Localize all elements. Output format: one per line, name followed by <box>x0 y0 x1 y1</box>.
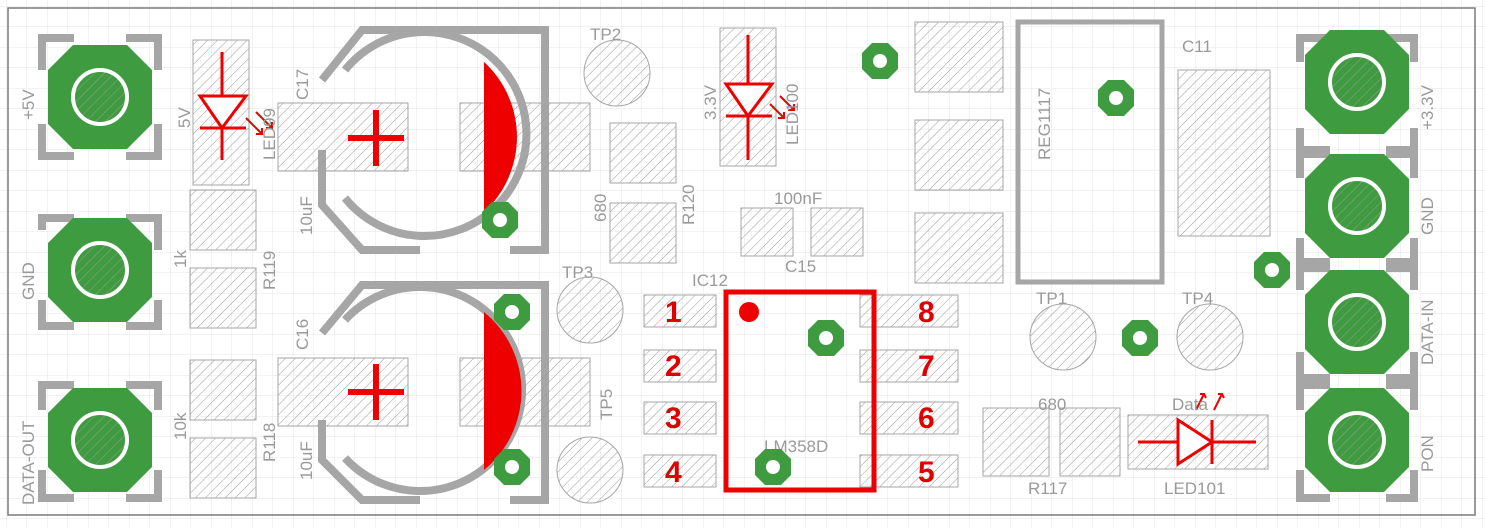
led99-name: LED99 <box>260 108 279 160</box>
connector-left-3[interactable]: DATA-OUT <box>19 381 162 505</box>
resistor-r117[interactable]: 680 R117 <box>982 395 1121 498</box>
r120-name: R120 <box>679 184 698 225</box>
connector-right-2[interactable]: GND <box>1296 150 1437 266</box>
c16-value: 10uF <box>297 441 316 480</box>
connector-right-1-label: +3.3V <box>1418 84 1437 130</box>
ic12-pin-1: 1 <box>665 296 682 329</box>
test-point-tp4[interactable]: TP4 <box>1176 289 1244 371</box>
regulator-reg1117[interactable]: REG1117 <box>1015 19 1165 285</box>
ic12-pin-5: 5 <box>918 456 935 489</box>
r118-value: 10k <box>171 412 190 440</box>
connector-right-4-label: PON <box>1418 435 1437 472</box>
c17-name: C17 <box>293 69 312 100</box>
c15-value: 100nF <box>774 189 822 208</box>
c15-name: C15 <box>785 257 816 276</box>
ic12-pin-8: 8 <box>918 296 935 329</box>
resistor-r119[interactable]: 1k R119 <box>171 189 279 329</box>
connector-right-4[interactable]: PON <box>1296 381 1437 502</box>
tp1-label: TP1 <box>1036 289 1067 308</box>
connector-left-1-label: +5V <box>19 89 38 120</box>
connector-right-3-label: DATA-IN <box>1418 300 1437 365</box>
r120-value: 680 <box>591 194 610 222</box>
r119-value: 1k <box>171 250 190 268</box>
connector-right-2-label: GND <box>1418 197 1437 235</box>
tp4-label: TP4 <box>1182 289 1213 308</box>
regulator-pads[interactable] <box>914 21 1004 284</box>
led101-value: Data <box>1172 395 1208 414</box>
test-point-tp2[interactable]: TP2 <box>583 25 651 107</box>
connector-right-3[interactable]: DATA-IN <box>1296 264 1437 382</box>
c16-name: C16 <box>293 319 312 350</box>
ic12-lm358d[interactable]: 1 2 3 4 8 7 6 5 IC12 LM358D <box>643 271 959 493</box>
resistor-r120[interactable]: 680 R120 <box>591 122 698 264</box>
led100[interactable]: 3.3V LED100 <box>701 27 802 167</box>
board-outline <box>7 7 1476 516</box>
reg1117-name: REG1117 <box>1035 88 1054 160</box>
led99[interactable]: 5V LED99 <box>175 39 279 186</box>
r117-name: R117 <box>1028 479 1067 498</box>
capacitor-c17[interactable]: C17 10uF <box>277 26 591 254</box>
connector-left-3-label: DATA-OUT <box>19 421 38 505</box>
ic12-pin-6: 6 <box>918 402 935 435</box>
test-point-tp3[interactable]: TP3 <box>556 263 624 344</box>
connector-left-2[interactable]: GND <box>19 214 162 330</box>
connector-left-2-label: GND <box>19 262 38 300</box>
ic12-pin-2: 2 <box>665 350 682 383</box>
led101-name: LED101 <box>1164 479 1225 498</box>
led100-value: 3.3V <box>701 84 720 120</box>
ic12-pin-3: 3 <box>665 402 682 435</box>
via <box>862 43 898 79</box>
ic12-pin-4: 4 <box>665 456 682 489</box>
via <box>1122 320 1158 356</box>
tp5-label: TP5 <box>597 389 616 420</box>
capacitor-c11[interactable]: C11 <box>1177 37 1271 237</box>
test-point-tp1[interactable]: TP1 <box>1029 289 1097 371</box>
capacitor-c16[interactable]: C16 10uF <box>277 281 591 504</box>
ic12-name: IC12 <box>692 271 728 290</box>
c11-name: C11 <box>1182 37 1212 56</box>
resistor-r118[interactable]: 10k R118 <box>171 359 279 499</box>
led101[interactable]: Data LED101 <box>1127 393 1269 498</box>
r119-name: R119 <box>260 251 279 290</box>
connector-left-1[interactable]: +5V <box>19 34 162 160</box>
tp2-label: TP2 <box>590 25 621 44</box>
capacitor-c15[interactable]: 100nF C15 <box>740 189 864 276</box>
r117-value: 680 <box>1038 395 1066 414</box>
connector-right-1[interactable]: +3.3V <box>1296 28 1437 154</box>
led99-value: 5V <box>175 107 194 128</box>
c17-value: 10uF <box>297 196 316 235</box>
r118-name: R118 <box>260 423 279 462</box>
ic12-pin-7: 7 <box>918 350 935 383</box>
led100-name: LED100 <box>783 84 802 145</box>
tp3-label: TP3 <box>562 263 593 282</box>
test-point-tp5[interactable]: TP5 <box>556 389 624 504</box>
via <box>1254 252 1290 288</box>
